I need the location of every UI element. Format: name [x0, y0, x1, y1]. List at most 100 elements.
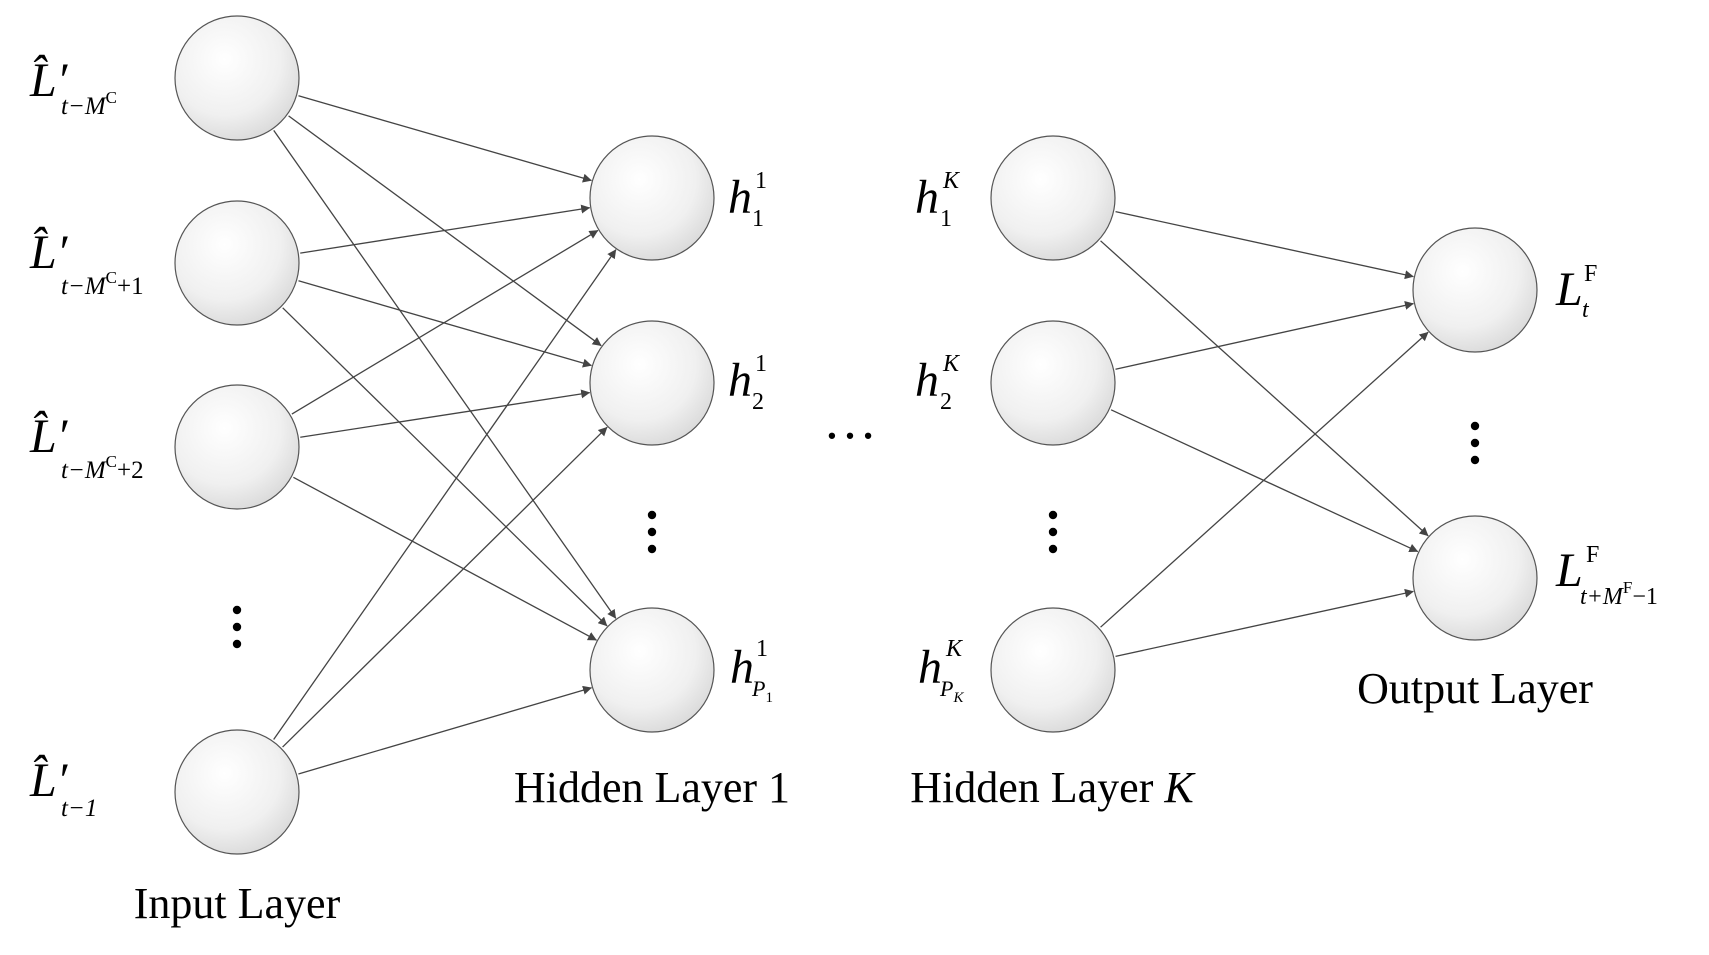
hidden1-node-2: [589, 607, 715, 733]
edge-hiddenk-to-output-0-0: [1115, 210, 1414, 280]
edge-input-to-hidden1-1-1: [298, 280, 592, 368]
edge-hiddenk-to-output-2-1: [1115, 588, 1414, 658]
input-node-2: [174, 384, 300, 510]
hidden1-node-0: [589, 135, 715, 261]
hiddenk-label-2: h K PK: [918, 636, 964, 706]
hidden-layer-k-title-text: Hidden Layer: [910, 763, 1164, 812]
output-label-1-base: L: [1555, 544, 1583, 597]
input-label-3-sub: t−1: [61, 795, 97, 822]
hidden1-label-0: h 1 1: [728, 168, 767, 232]
output-node-0: [1412, 227, 1538, 353]
hidden1-label-2-subsub: 1: [765, 690, 773, 706]
hidden1-label-0-base: h: [728, 171, 752, 224]
output-layer-title: Output Layer: [1357, 664, 1593, 713]
hidden1-label-1-sub: 2: [752, 389, 764, 415]
hidden1-label-2-sub: P1: [751, 676, 773, 706]
edge-input-to-hidden1-2-0: [291, 229, 599, 415]
hidden1-label-2: h 1 P1: [730, 636, 773, 706]
connection-edges: [273, 95, 1429, 775]
output-label-1-sup: F: [1586, 542, 1599, 568]
output-label-0-base: L: [1555, 263, 1583, 316]
output-label-0: L F t: [1555, 261, 1597, 323]
hidden1-label-2-sup: 1: [756, 636, 768, 662]
hidden-layer-k-title: Hidden Layer K: [910, 763, 1196, 812]
input-label-1-sub: t−MC+1: [61, 268, 144, 300]
hiddenk-label-0-sub: 1: [940, 206, 952, 232]
edge-hiddenk-to-output-1-0: [1115, 301, 1414, 370]
hiddenk-label-1: h K 2: [915, 351, 961, 415]
hidden1-label-1-sup: 1: [755, 351, 767, 377]
hidden1-label-2-sub-main: P: [751, 676, 765, 701]
input-label-0-sub-main: t−M: [61, 93, 107, 120]
edge-input-to-hidden1-0-0: [298, 95, 592, 183]
hidden1-label-0-sup: 1: [755, 168, 767, 194]
input-label-0-sub: t−MC: [61, 88, 117, 120]
hiddenk-node-2: [990, 607, 1116, 733]
input-label-2-sub: t−MC+2: [61, 452, 144, 484]
input-node-1: [174, 200, 300, 326]
input-label-0-base: L̂′: [29, 53, 69, 107]
input-label-2-sub-main: t−M: [61, 457, 107, 484]
input-layer-title: Input Layer: [134, 879, 341, 928]
hiddenk-vertical-dots: [1048, 510, 1058, 554]
output-node-1: [1412, 515, 1538, 641]
edge-input-to-hidden1-3-0: [273, 249, 617, 740]
hidden1-label-0-sub: 1: [752, 206, 764, 232]
edge-input-to-hidden1-3-2: [298, 685, 592, 775]
input-label-3: L̂′ t−1: [29, 753, 97, 822]
hiddenk-label-2-sub: PK: [939, 676, 964, 706]
output-label-1-sub-tail: −1: [1632, 584, 1658, 610]
output-label-1-sub-sup: F: [1623, 578, 1632, 597]
edge-hiddenk-to-output-2-0: [1100, 331, 1429, 628]
input-label-2-sub-sup: C: [106, 452, 117, 471]
hidden1-label-2-base: h: [730, 641, 754, 694]
hidden-layer-1-title: Hidden Layer 1: [514, 763, 790, 812]
hiddenk-label-1-base: h: [915, 354, 939, 407]
hidden-layers-ellipsis: …: [823, 390, 877, 450]
hiddenk-label-2-sup: K: [945, 636, 964, 662]
input-label-0-sub-sup: C: [106, 88, 117, 107]
edge-hiddenk-to-output-0-1: [1100, 240, 1429, 537]
hiddenk-label-2-subsub: K: [952, 690, 964, 706]
output-label-0-sup: F: [1584, 261, 1597, 287]
input-node-3: [174, 729, 300, 855]
input-vertical-dots: [232, 605, 242, 649]
input-label-2-base: L̂′: [29, 409, 69, 463]
hidden1-node-1: [589, 320, 715, 446]
network-nodes: [174, 15, 1538, 855]
input-label-0: L̂′ t−MC: [29, 53, 117, 120]
edge-hiddenk-to-output-1-1: [1110, 409, 1419, 553]
output-label-1: L F t+MF−1: [1555, 542, 1658, 610]
input-label-2: L̂′ t−MC+2: [29, 409, 144, 484]
hiddenk-label-1-sup: K: [942, 351, 961, 377]
edge-input-to-hidden1-1-0: [300, 204, 591, 254]
output-vertical-dots: [1470, 421, 1480, 465]
hiddenk-label-0-base: h: [915, 171, 939, 224]
output-label-1-sub-main: t+M: [1580, 584, 1625, 610]
input-label-3-base: L̂′: [29, 753, 69, 807]
continuation-dots: [232, 421, 1480, 649]
input-label-1-sub-main: t−M: [61, 273, 107, 300]
input-label-2-sub-tail: +2: [117, 457, 144, 484]
input-node-0: [174, 15, 300, 141]
hiddenk-label-0-sup: K: [942, 168, 961, 194]
output-label-0-sub: t: [1582, 297, 1590, 323]
edge-input-to-hidden1-1-2: [282, 307, 608, 627]
hidden1-label-1-base: h: [728, 354, 752, 407]
hidden1-label-1: h 1 2: [728, 351, 767, 415]
hiddenk-node-1: [990, 320, 1116, 446]
edge-input-to-hidden1-2-2: [293, 476, 597, 641]
hiddenk-label-1-sub: 2: [940, 389, 952, 415]
hiddenk-label-0: h K 1: [915, 168, 961, 232]
output-label-1-sub: t+MF−1: [1580, 578, 1658, 610]
input-label-1-base: L̂′: [29, 225, 69, 279]
hidden-layer-k-title-var: K: [1163, 763, 1196, 812]
edge-input-to-hidden1-3-1: [282, 426, 608, 748]
hidden1-vertical-dots: [647, 510, 657, 554]
input-label-1: L̂′ t−MC+1: [29, 225, 144, 300]
input-label-1-sub-tail: +1: [117, 273, 144, 300]
edge-input-to-hidden1-0-2: [273, 130, 617, 619]
hiddenk-node-0: [990, 135, 1116, 261]
edge-input-to-hidden1-2-1: [300, 389, 591, 438]
